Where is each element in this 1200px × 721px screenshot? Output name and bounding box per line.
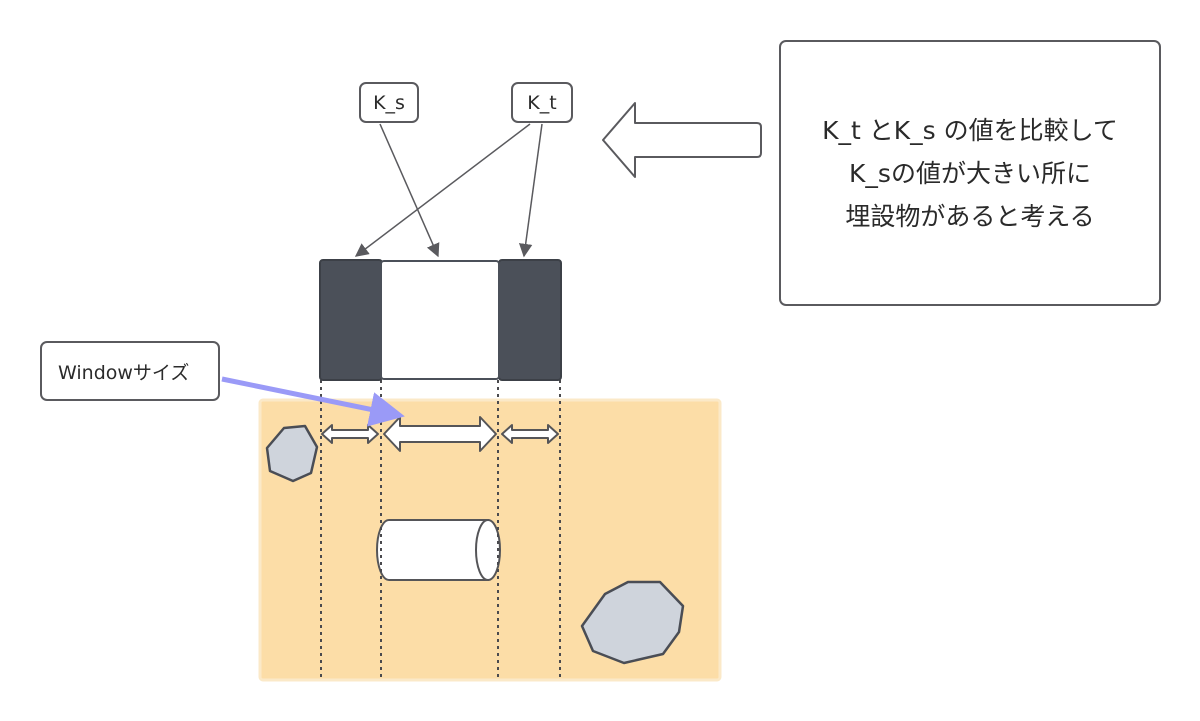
buried-pipe-icon [376,519,501,581]
sensor-block-right [498,259,562,381]
note-line-3: 埋設物があると考える [845,201,1095,231]
window-size-label-box: Windowサイズ [40,341,220,401]
explanation-note-box: K_t とK_s の値を比較して K_sの値が大きい所に 埋設物があると考える [779,40,1161,306]
window-size-arrow [221,376,405,427]
double-arrow-right-icon [501,424,559,444]
rock-small-icon [265,424,319,483]
window-guide-lines [320,380,561,678]
note-line-2: K_sの値が大きい所に [849,158,1091,188]
ks-connector-arrow [379,123,440,258]
rock-large-icon [580,580,685,665]
k-t-label-box: K_t [511,82,573,123]
sensor-block-center [380,260,500,380]
note-line-1: K_t とK_s の値を比較して [822,115,1118,145]
kt-connector-arrow-left [354,123,531,257]
window-size-label: Windowサイズ [58,361,190,384]
k-t-label: K_t [527,91,557,114]
double-arrow-left-icon [321,424,379,444]
k-s-label-box: K_s [359,82,419,123]
kt-connector-arrow-right [518,123,543,258]
sensor-block-left [319,259,383,381]
k-s-label: K_s [373,91,405,114]
hollow-left-arrow-icon [602,102,762,178]
